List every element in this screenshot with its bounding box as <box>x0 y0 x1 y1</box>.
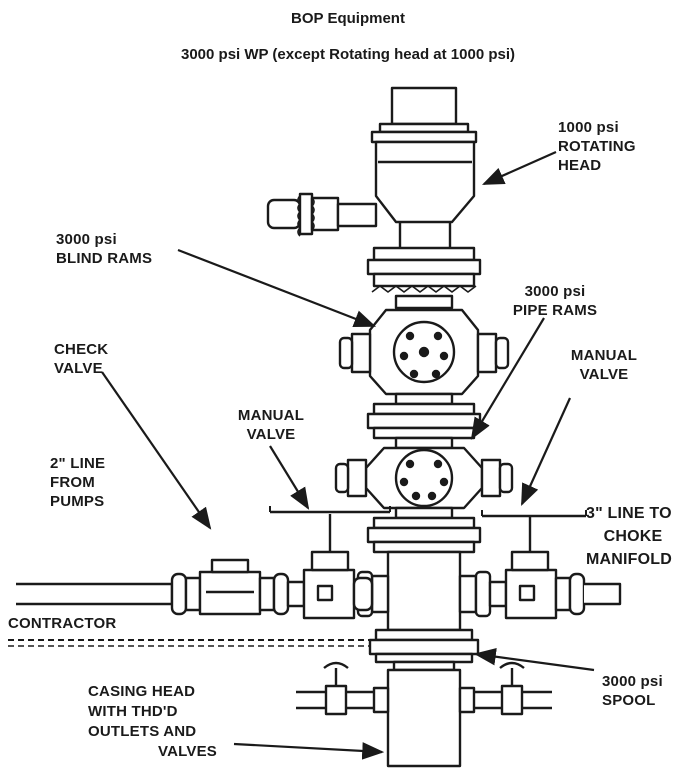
label-rotating-head: 1000 psi ROTATING HEAD <box>558 119 636 174</box>
arrow-manual-valve-right <box>520 397 572 507</box>
diagram-title: BOP Equipment <box>291 10 405 27</box>
casing-head <box>296 661 552 768</box>
label-line-from-pumps: 2" LINE FROM PUMPS <box>50 455 106 510</box>
rotating-head <box>266 86 478 250</box>
label-contractor: CONTRACTOR <box>8 615 117 632</box>
middle-flange <box>366 392 482 440</box>
label-pipe-rams: 3000 psi PIPE RAMS <box>512 283 598 319</box>
arrow-spool <box>473 647 595 672</box>
label-manual-valve-right: MANUAL VALVE <box>570 347 638 383</box>
label-line-to-choke: 3" LINE TO CHOKE MANIFOLD <box>586 505 673 568</box>
diagram-subtitle: 3000 psi WP (except Rotating head at 100… <box>181 46 515 63</box>
blind-rams <box>338 294 510 396</box>
label-manual-valve-left: MANUAL VALVE <box>237 407 305 443</box>
label-spool: 3000 psi SPOOL <box>602 673 663 709</box>
spool <box>368 628 480 672</box>
label-check-valve: CHECK VALVE <box>54 341 109 377</box>
upper-flange <box>366 246 482 293</box>
choke-line-right <box>481 510 622 620</box>
lower-flange <box>366 506 482 554</box>
leader-arrows <box>101 150 595 760</box>
drilling-spool-cross <box>356 550 492 632</box>
label-blind-rams: 3000 psi BLIND RAMS <box>56 231 153 267</box>
arrow-manual-valve-left <box>269 445 310 510</box>
pipe-rams <box>334 436 514 510</box>
arrow-pipe-rams <box>470 317 545 440</box>
kill-line-left <box>16 506 391 620</box>
arrow-check-valve <box>101 371 212 530</box>
label-casing-head: CASING HEAD WITH THD'D OUTLETS AND VALVE… <box>88 683 217 760</box>
arrow-casing-head <box>233 742 385 760</box>
arrow-rotating-head <box>481 150 557 186</box>
arrow-blind-rams <box>177 248 377 328</box>
